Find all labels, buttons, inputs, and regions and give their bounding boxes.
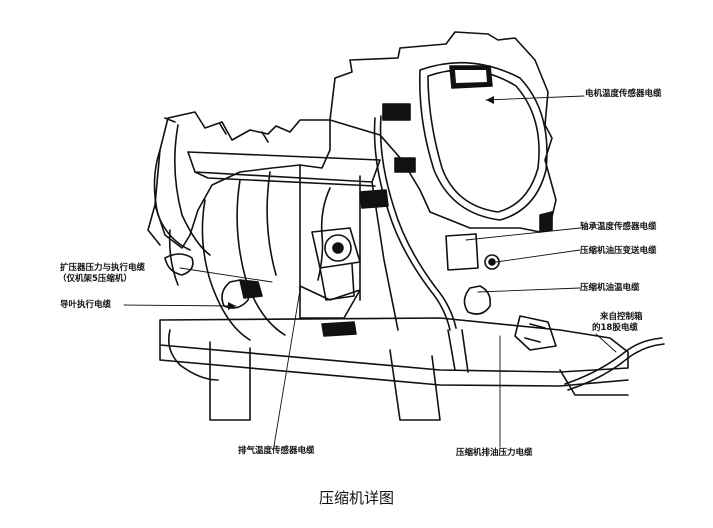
label-diffuser-actuator-cable: 扩压器压力与执行电缆 [60,263,146,273]
base-frame [159,315,629,421]
leader-arrowheads [228,96,494,310]
label-motor-temp-sensor-cable: 电机温度传感器电缆 [585,89,662,99]
label-guide-vane-actuator-cable: 导叶执行电缆 [60,300,112,310]
motor-housing [329,31,557,233]
leader-lines [123,95,617,448]
label-oil-pressure-transducer-cable: 压缩机油压变送电缆 [580,246,657,256]
control-cable [564,337,663,385]
label-oil-drain-pressure-cable: 压缩机排油压力电缆 [456,448,533,458]
valve-actuator [239,227,500,337]
label-18-conductor-cable: 的18股电缆 [592,323,638,333]
figure-caption: 压缩机详图 [318,489,394,507]
compressor-volute [147,111,331,341]
label-oil-temp-cable: 压缩机油温电缆 [580,283,640,293]
label-discharge-temp-sensor-cable: 排气温度传感器电缆 [238,446,315,456]
control-cable [567,343,665,391]
label-from-control-box: 来自控制箱 [600,312,643,322]
label-bearing-temp-sensor-cable: 轴承温度传感器电缆 [580,222,657,232]
label-diffuser-actuator-note: （仅机架5压缩机） [58,274,132,284]
